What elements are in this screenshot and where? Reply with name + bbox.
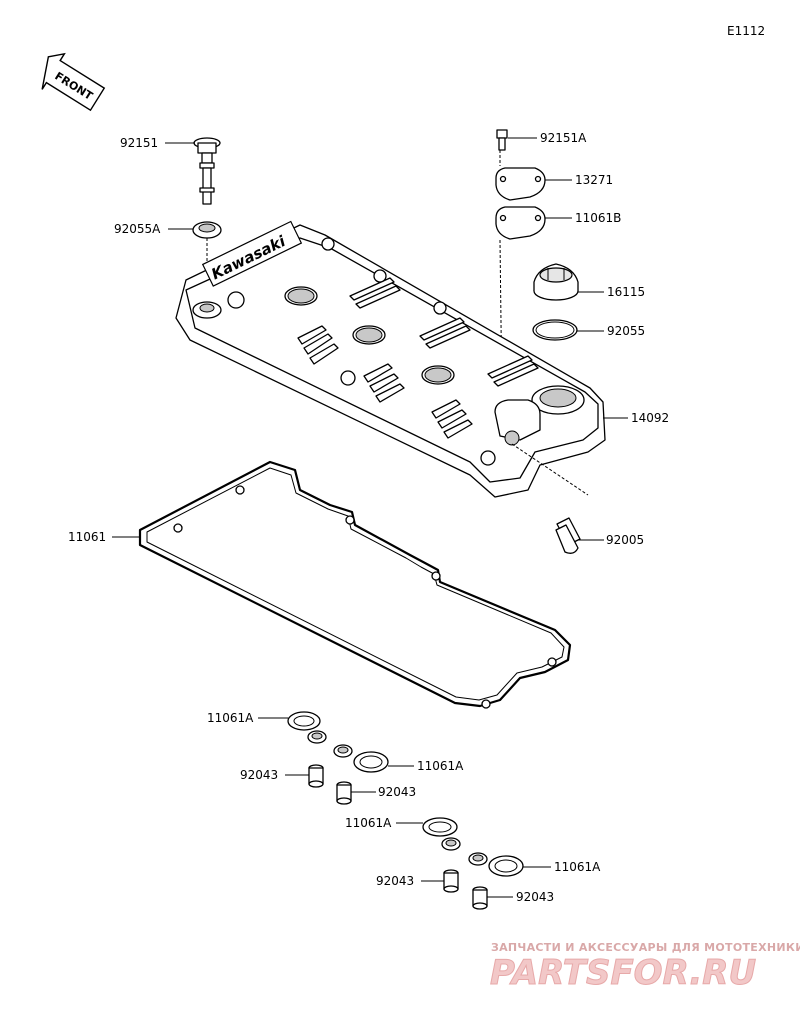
collar-92043-2 [336, 781, 352, 805]
label-92043-2: 92043 [378, 785, 416, 799]
cylinder-head-cover-14092: Kawasaki [175, 220, 606, 498]
label-14092: 14092 [631, 411, 669, 425]
watermark-site: PARTSFOR.RU [490, 953, 756, 993]
washer-92055a [192, 221, 222, 239]
plate-13271 [495, 167, 546, 201]
watermark-tagline: ЗАПЧАСТИ И АКСЕССУАРЫ ДЛЯ МОТОТЕХНИКИ [491, 941, 800, 954]
small-ring-2 [333, 744, 353, 758]
small-ring-1 [307, 730, 327, 744]
seal-11061a-2 [353, 751, 389, 773]
label-92055a: 92055A [114, 222, 161, 236]
label-92151a: 92151A [540, 131, 587, 145]
label-11061a-4: 11061A [554, 860, 601, 874]
label-92055: 92055 [607, 324, 645, 338]
seal-11061a-4 [488, 855, 524, 877]
gasket-11061b [495, 206, 546, 240]
oil-cap-16115 [533, 263, 579, 301]
label-92043-3: 92043 [376, 874, 414, 888]
label-11061a-2: 11061A [417, 759, 464, 773]
label-92043-4: 92043 [516, 890, 554, 904]
small-ring-4 [468, 852, 488, 866]
seal-11061a-1 [287, 711, 321, 731]
label-16115: 16115 [607, 285, 645, 299]
label-92005: 92005 [606, 533, 644, 547]
collar-92043-4 [472, 886, 488, 910]
label-11061a-3: 11061A [345, 816, 392, 830]
label-92043-1: 92043 [240, 768, 278, 782]
bolt-92151 [193, 137, 221, 205]
label-11061: 11061 [68, 530, 106, 544]
oring-92055 [532, 319, 578, 341]
collar-92043-3 [443, 869, 459, 893]
bolt-92151a [496, 129, 508, 151]
label-92151: 92151 [120, 136, 158, 150]
label-11061b: 11061B [575, 211, 621, 225]
front-arrow-icon: FRONT [41, 52, 106, 112]
cover-gasket-11061 [138, 460, 572, 709]
label-13271: 13271 [575, 173, 613, 187]
seal-11061a-3 [422, 817, 458, 837]
dowel-pin-92005 [555, 517, 581, 554]
diagram-code: E1112 [727, 24, 765, 38]
small-ring-3 [441, 837, 461, 851]
label-11061a-1: 11061A [207, 711, 254, 725]
collar-92043-1 [308, 764, 324, 788]
